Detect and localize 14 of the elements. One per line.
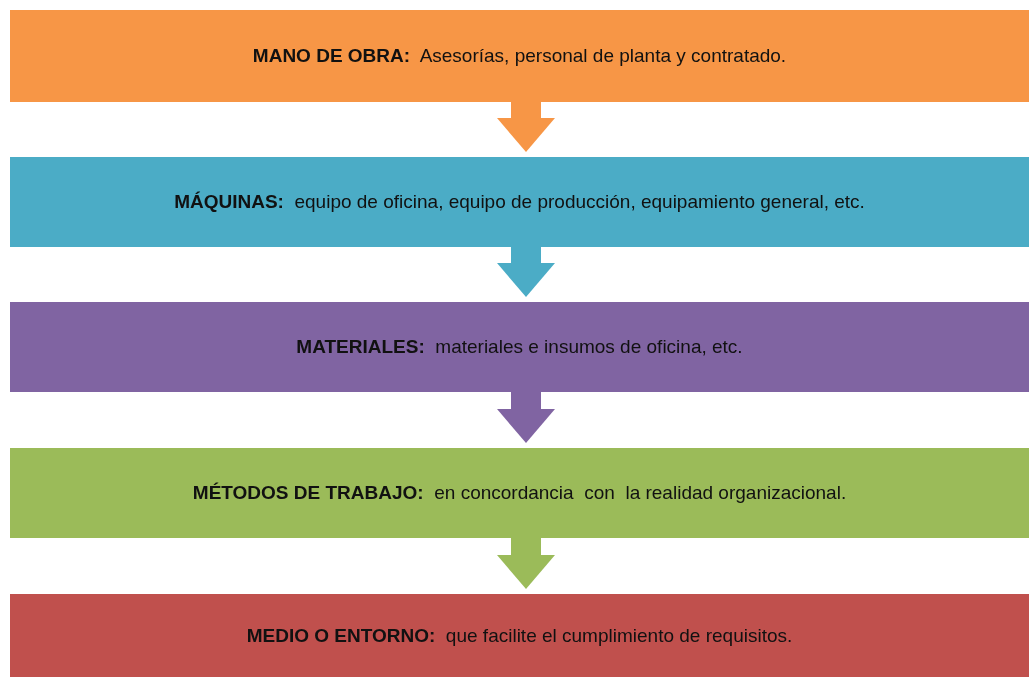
process-box xyxy=(10,594,1029,677)
block-arrow xyxy=(497,247,555,297)
block-arrow xyxy=(497,392,555,443)
box-text: MANO DE OBRA: Asesorías, personal de planta y contratado. xyxy=(252,44,787,68)
box-text: MÉTODOS DE TRABAJO: en concordancia con la realidad organizacional. xyxy=(192,481,847,505)
block-arrow xyxy=(497,102,555,152)
box-text: MATERIALES: materiales e insumos de oficina, etc. xyxy=(296,335,743,359)
process-box xyxy=(10,10,1029,102)
process-box xyxy=(10,157,1029,247)
box-text: MEDIO O ENTORNO: que facilite el cumplimiento de requisitos. xyxy=(246,623,793,648)
box-text: MÁQUINAS: equipo de oficina, equipo de producción, equipamiento general, etc. xyxy=(174,190,865,214)
process-box xyxy=(10,448,1029,538)
block-arrow xyxy=(497,538,555,589)
process-box xyxy=(10,302,1029,392)
